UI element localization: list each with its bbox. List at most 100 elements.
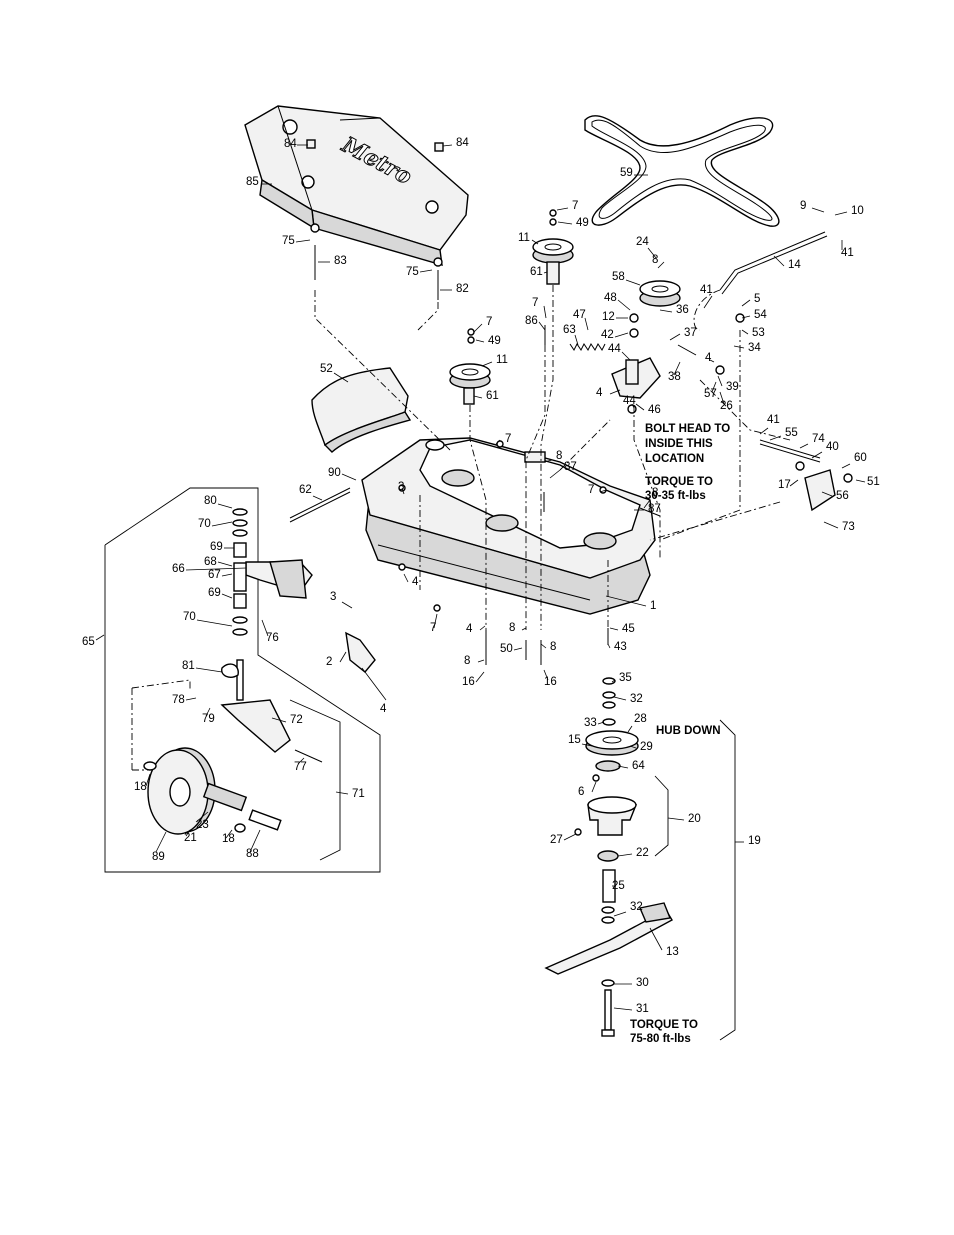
callout-leader-4 xyxy=(609,389,621,395)
callout-64: 64 xyxy=(632,760,645,772)
callout-4: 4 xyxy=(705,352,712,364)
callout-leader-81 xyxy=(195,667,223,673)
callout-leader-60 xyxy=(841,463,851,469)
callout-11: 11 xyxy=(496,354,508,366)
callout-8: 8 xyxy=(556,450,562,462)
callout-leader-18 xyxy=(225,829,233,839)
callout-leader-61 xyxy=(543,271,548,274)
callout-leader-23 xyxy=(195,811,209,823)
callout-32: 32 xyxy=(630,901,643,913)
callout-73: 73 xyxy=(842,521,855,533)
callout-55: 55 xyxy=(785,427,798,439)
callout-leader-61 xyxy=(473,395,483,399)
deck-cover: Metro xyxy=(244,105,469,266)
callout-leader-36 xyxy=(659,309,673,313)
callout-leader-18 xyxy=(145,773,151,787)
callout-59: 59 xyxy=(620,167,633,179)
callout-84: 84 xyxy=(284,138,297,150)
callout-54: 54 xyxy=(754,309,767,321)
diagram-notes: BOLT HEAD TO INSIDE THIS LOCATION TORQUE… xyxy=(630,423,730,1045)
bolt-77 xyxy=(294,749,323,763)
callout-67: 67 xyxy=(208,569,221,581)
note-bolt-head-2: INSIDE THIS xyxy=(645,438,713,450)
callout-leader-73 xyxy=(823,521,839,529)
callout-leader-89 xyxy=(155,831,167,853)
callout-1: 1 xyxy=(650,600,656,612)
caster-stack xyxy=(232,508,248,701)
callout-70: 70 xyxy=(198,518,211,530)
callout-19: 19 xyxy=(748,835,761,847)
callout-2: 2 xyxy=(326,656,332,668)
callout-41: 41 xyxy=(841,247,854,259)
note-bolt-head-1: BOLT HEAD TO xyxy=(645,423,730,435)
callout-56: 56 xyxy=(836,490,849,502)
callout-leader-24 xyxy=(647,247,657,259)
callout-leader-41 xyxy=(759,427,769,435)
callout-80: 80 xyxy=(204,495,217,507)
callout-52: 52 xyxy=(320,363,333,375)
callout-10: 10 xyxy=(851,205,864,217)
callout-leader-76 xyxy=(261,619,269,637)
callout-16: 16 xyxy=(462,676,475,688)
callout-leader-3 xyxy=(401,487,405,495)
callout-85: 85 xyxy=(246,176,259,188)
callout-leader-45 xyxy=(609,627,619,631)
callout-leader-34 xyxy=(733,345,745,349)
callout-7: 7 xyxy=(505,433,511,445)
lift-rod xyxy=(693,231,828,331)
callout-87: 87 xyxy=(564,461,577,473)
callout-leader-80 xyxy=(217,503,233,509)
callout-leader-7 xyxy=(473,323,483,333)
callout-26: 26 xyxy=(720,400,733,412)
callout-leader-75 xyxy=(419,269,433,273)
pulley-upper xyxy=(532,238,574,285)
callout-37: 37 xyxy=(684,327,697,339)
callout-84: 84 xyxy=(456,137,469,149)
callout-34: 34 xyxy=(748,342,761,354)
callout-3: 3 xyxy=(398,481,404,493)
callout-49: 49 xyxy=(488,335,501,347)
callout-leader-7 xyxy=(543,305,547,319)
callout-leader-75 xyxy=(295,239,311,243)
assembly-lines xyxy=(314,285,791,630)
callout-leader-4 xyxy=(361,667,387,701)
callout-leader-77 xyxy=(297,757,305,765)
spring-63 xyxy=(569,343,606,351)
callout-79: 79 xyxy=(202,713,215,725)
callout-leader-17 xyxy=(789,479,799,487)
callout-leader-22 xyxy=(617,853,633,857)
callout-83: 83 xyxy=(334,255,347,267)
callout-leader-90 xyxy=(341,473,357,481)
callout-leader-78 xyxy=(185,697,197,701)
note-torque-blade-1: TORQUE TO xyxy=(630,1019,698,1031)
callout-leader-7 xyxy=(599,489,607,493)
callout-33: 33 xyxy=(584,717,597,729)
callout-27: 27 xyxy=(550,834,563,846)
callout-leader-55 xyxy=(769,435,782,441)
callout-29: 29 xyxy=(640,741,653,753)
callout-82: 82 xyxy=(456,283,469,295)
callout-75: 75 xyxy=(282,235,295,247)
callout-42: 42 xyxy=(601,329,614,341)
callout-43: 43 xyxy=(614,641,627,653)
callout-leader-69 xyxy=(221,593,233,599)
callout-leader-49 xyxy=(557,221,573,225)
mower-deck xyxy=(361,437,656,615)
callout-58: 58 xyxy=(612,271,625,283)
callout-leader-41 xyxy=(703,295,713,309)
callout-4: 4 xyxy=(380,703,387,715)
bracket-56 xyxy=(759,439,836,512)
callout-leader-68 xyxy=(217,561,233,567)
callout-leader-70 xyxy=(196,619,233,627)
callout-78: 78 xyxy=(172,694,185,706)
callout-leader-66 xyxy=(185,567,247,571)
callout-leader-28 xyxy=(627,725,633,733)
note-torque-blade-2: 75-80 ft-lbs xyxy=(630,1033,691,1045)
callout-35: 35 xyxy=(619,672,632,684)
callout-leader-52 xyxy=(333,372,349,383)
callout-81: 81 xyxy=(182,660,195,672)
callout-leader-84 xyxy=(442,144,453,147)
callout-8: 8 xyxy=(652,254,658,266)
callout-leader-43 xyxy=(607,643,611,649)
callout-44: 44 xyxy=(623,395,636,407)
